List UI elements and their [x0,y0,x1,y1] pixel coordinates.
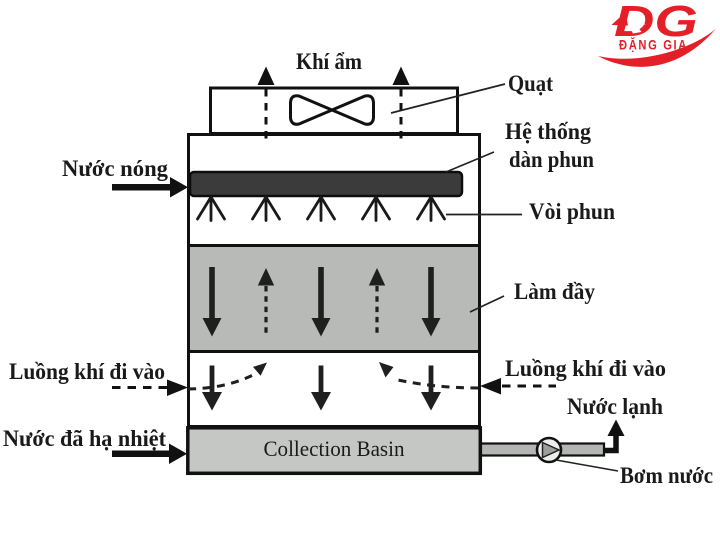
svg-text:Luồng khí đi vào: Luồng khí đi vào [9,359,165,384]
svg-text:Bơm nước: Bơm nước [620,463,713,488]
svg-text:Nước nóng: Nước nóng [62,156,168,181]
svg-text:Luồng khí đi vào: Luồng khí đi vào [505,356,666,381]
svg-text:ĐẶNG GIA: ĐẶNG GIA [619,38,688,53]
svg-text:Quạt: Quạt [508,71,553,96]
svg-text:Vòi phun: Vòi phun [529,199,615,224]
svg-text:Hệ thống: Hệ thống [505,119,591,144]
svg-text:Nước đã hạ nhiệt: Nước đã hạ nhiệt [3,426,166,451]
svg-text:Làm đầy: Làm đầy [514,279,595,304]
svg-text:Khí ẩm: Khí ẩm [296,49,362,74]
svg-text:Collection Basin: Collection Basin [264,436,405,461]
svg-text:Nước lạnh: Nước lạnh [567,394,663,419]
svg-text:dàn phun: dàn phun [509,147,594,172]
